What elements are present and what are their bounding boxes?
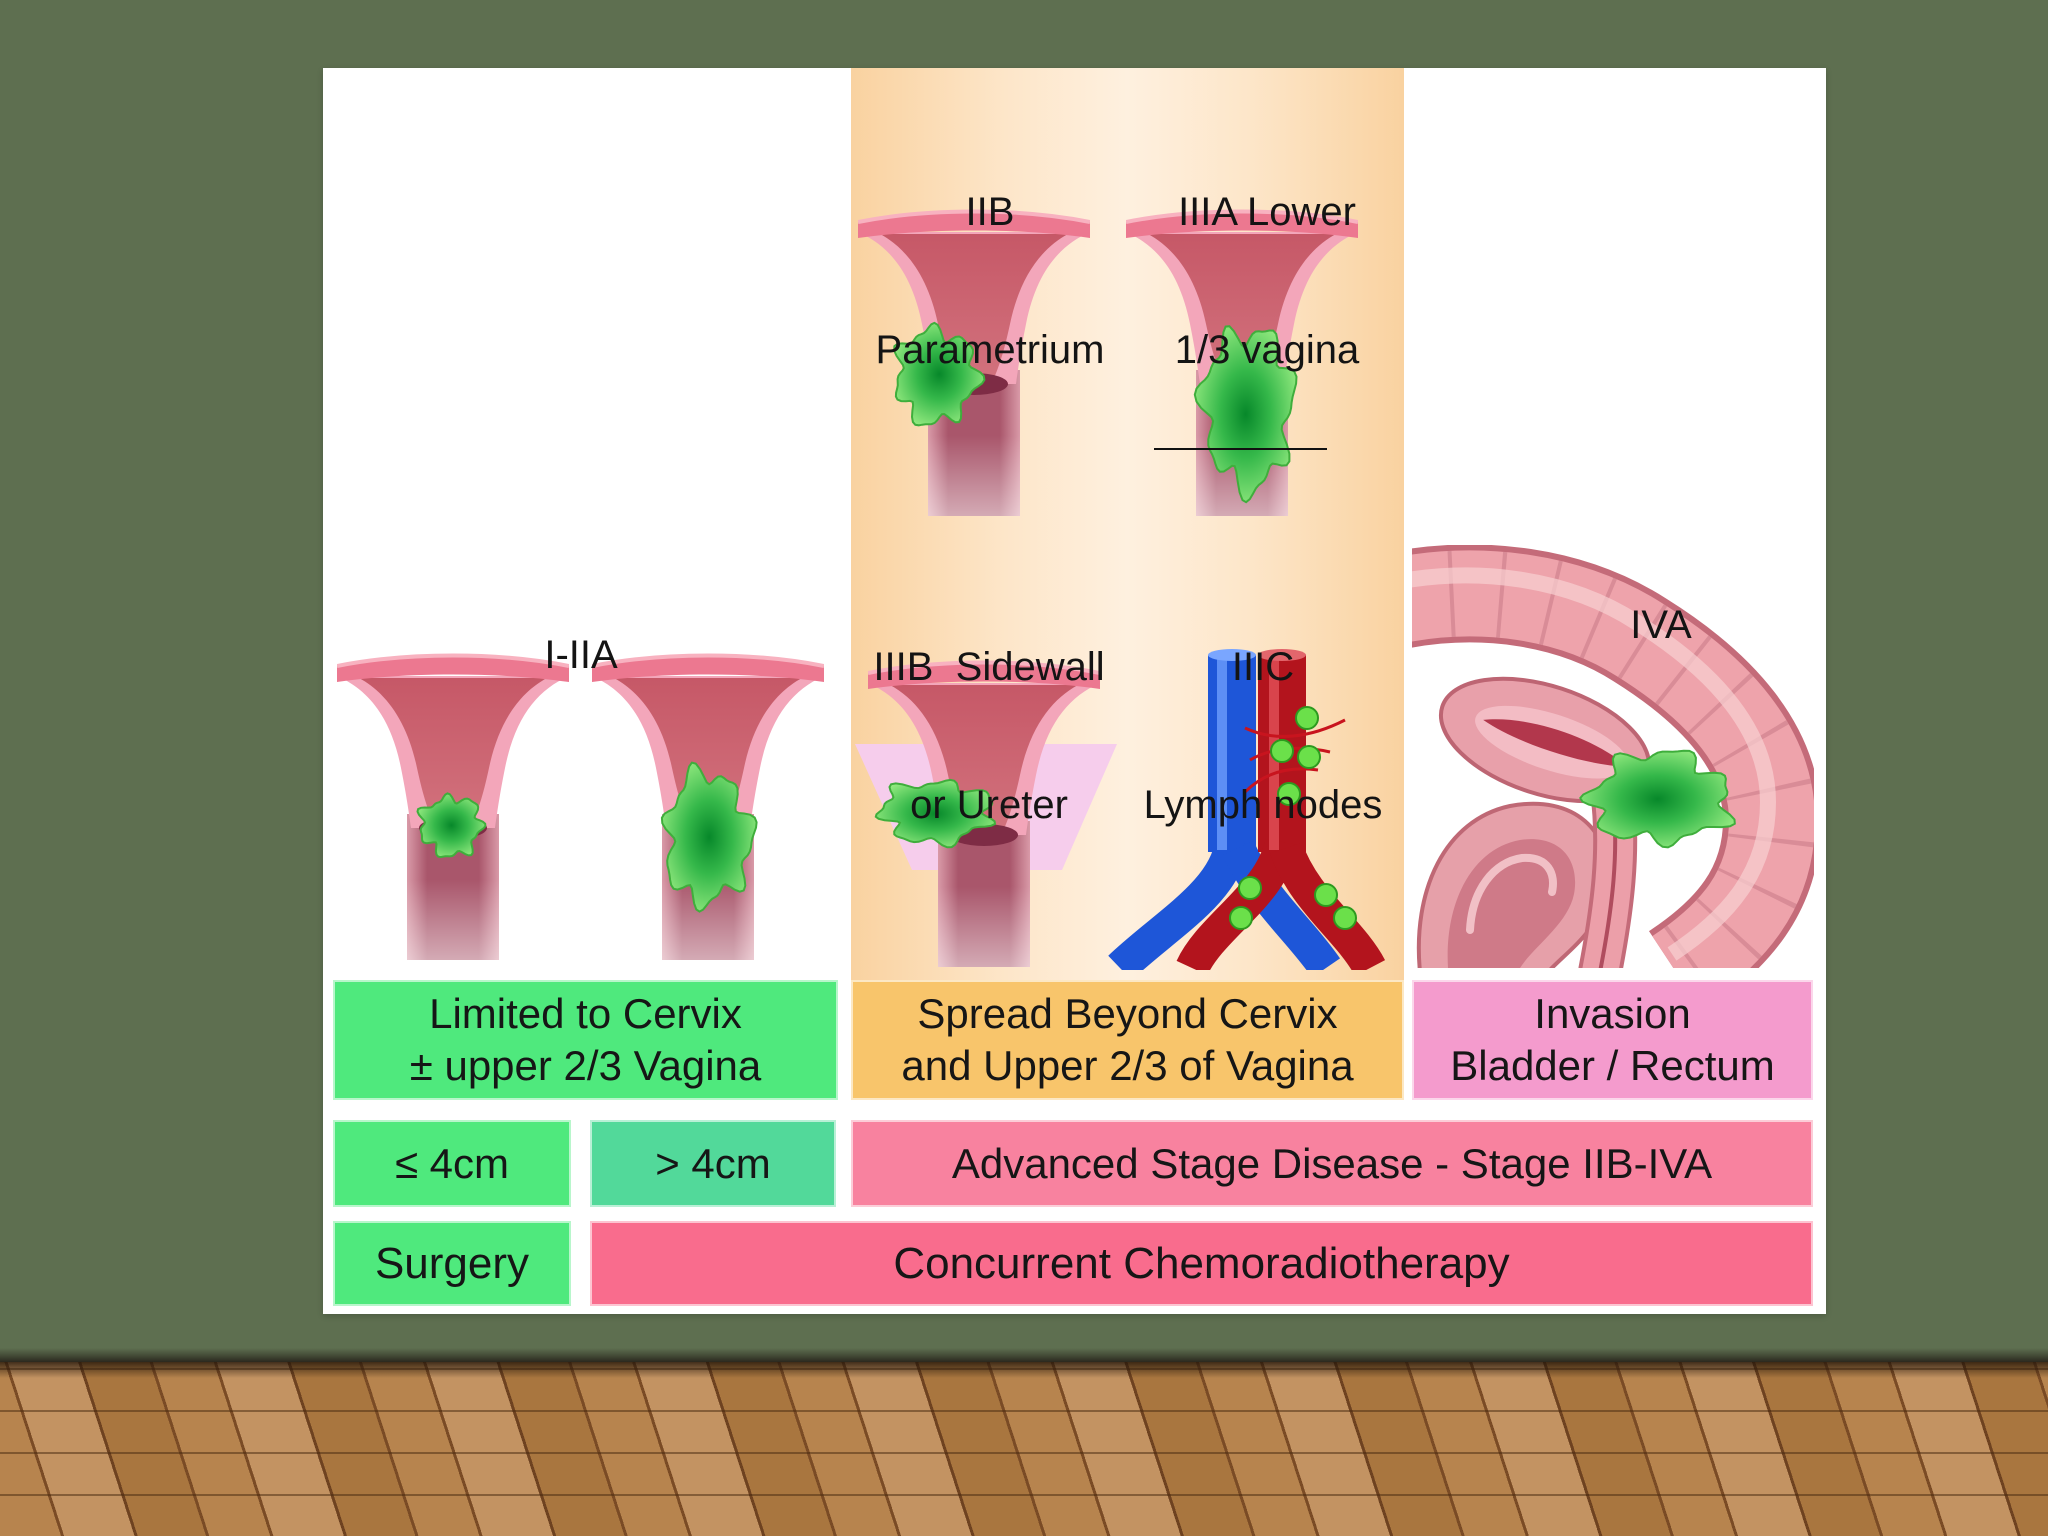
extent-spread-box: Spread Beyond Cervix and Upper 2/3 of Va… <box>851 980 1404 1100</box>
stage-name: I-IIA <box>544 633 618 677</box>
box-line: Bladder / Rectum <box>1450 1042 1775 1089</box>
bladder <box>1416 801 1611 968</box>
lymph-node <box>1277 782 1301 806</box>
surgery-box: Surgery <box>333 1221 571 1306</box>
box-line: Surgery <box>374 1238 530 1288</box>
stage-name: IIIA Lower <box>1178 190 1356 234</box>
stage-description: 1/3 vagina <box>1174 328 1360 372</box>
lymph-node-diagram <box>1108 649 1386 970</box>
tumor-vaginal <box>1193 325 1298 504</box>
label-stage-iib: IIB Parametrium <box>860 97 1120 419</box>
vena-cava <box>1108 649 1341 970</box>
uterus-diagram-stage-iiib <box>855 660 1117 967</box>
stage-name: IIIC <box>1231 645 1295 689</box>
box-line: Advanced Stage Disease - Stage IIB-IVA <box>951 1139 1713 1187</box>
pelvic-sidewall-right <box>1020 744 1117 870</box>
lymph-node <box>1229 906 1253 930</box>
label-stage-iva: IVA <box>1561 510 1761 694</box>
label-stage-iiic: IIIC Lymph nodes <box>1128 552 1398 874</box>
lymph-node <box>1270 739 1294 763</box>
lymph-node <box>1297 745 1321 769</box>
tumor-sidewall <box>874 778 997 849</box>
uterus-diagram-stage-i-large <box>592 653 824 960</box>
box-line: Spread Beyond Cervix <box>917 990 1338 1037</box>
pelvis-sagittal-diagram <box>1412 545 1814 968</box>
size-small-box: ≤ 4cm <box>333 1120 571 1207</box>
box-line: Limited to Cervix <box>429 990 742 1037</box>
lymph-node <box>1295 706 1319 730</box>
size-large-box: > 4cm <box>590 1120 836 1207</box>
advanced-stage-box: Advanced Stage Disease - Stage IIB-IVA <box>851 1120 1813 1207</box>
chemoradiotherapy-box: Concurrent Chemoradiotherapy <box>590 1221 1813 1306</box>
extent-invasion-box: Invasion Bladder / Rectum <box>1412 980 1813 1100</box>
label-stage-iiia: IIIA Lower 1/3 vagina <box>1137 97 1397 419</box>
uterus-diagram-stage-iib <box>858 209 1090 516</box>
lymph-node <box>1238 876 1262 900</box>
uterus-diagram-stage-iiia <box>1126 209 1358 516</box>
lymph-node <box>1333 906 1357 930</box>
stage-description: or Ureter <box>910 783 1068 827</box>
tumor-large <box>660 761 758 913</box>
tumor-invasive <box>1579 749 1736 849</box>
box-line: ≤ 4cm <box>394 1139 510 1187</box>
box-line: Invasion <box>1534 990 1691 1037</box>
colon <box>1412 545 1814 968</box>
label-stage-i-iia: I-IIA <box>451 540 711 724</box>
label-stage-iiib: IIIB Sidewall or Ureter <box>854 552 1124 874</box>
tumor-small <box>416 792 487 859</box>
uterus-diagram-stage-i-small <box>337 653 569 960</box>
wood-floor <box>0 1362 2048 1536</box>
box-line: and Upper 2/3 of Vagina <box>901 1042 1354 1089</box>
uterus-sagittal <box>1438 676 1652 804</box>
stage-name: IIIB Sidewall <box>873 645 1105 689</box>
tumor-parametrial <box>893 321 986 427</box>
lymph-node <box>1314 883 1338 907</box>
stage-name: IVA <box>1630 603 1692 647</box>
lymph-nodes <box>1229 706 1357 930</box>
box-line: ± upper 2/3 Vagina <box>409 1042 762 1089</box>
stage-description: Lymph nodes <box>1143 783 1383 827</box>
stage-name: IIB <box>965 190 1015 234</box>
box-line: > 4cm <box>655 1139 771 1187</box>
extent-limited-box: Limited to Cervix ± upper 2/3 Vagina <box>333 980 838 1100</box>
wall-floor-seam <box>0 1348 2048 1362</box>
stage-description: Parametrium <box>875 328 1105 372</box>
box-line: Concurrent Chemoradiotherapy <box>893 1238 1510 1288</box>
